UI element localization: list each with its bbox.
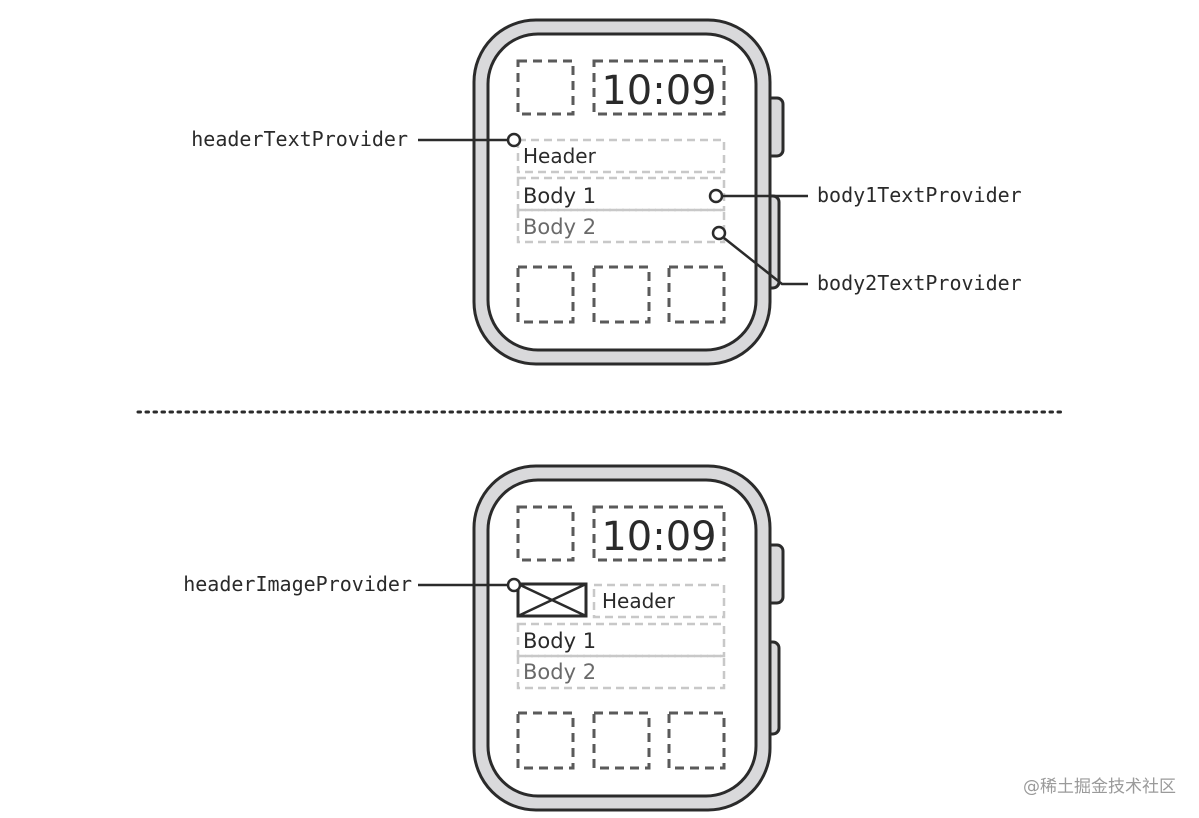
body1-label: Body 1: [523, 629, 596, 653]
header-image-placeholder: [516, 582, 588, 618]
body2-text-provider-label: body2TextProvider: [817, 271, 1022, 295]
watch-top: 10:09 Header Body 1 Body 2 headerTextPro…: [191, 18, 1022, 366]
time-slot: [592, 505, 726, 562]
watch-bottom: 10:09 Header Body 1 Body 2 headerImagePr…: [183, 464, 785, 812]
header-image-provider-label: headerImageProvider: [183, 572, 412, 596]
header-label: Header: [523, 144, 597, 168]
header-text-provider-label: headerTextProvider: [191, 127, 408, 151]
time-text: 10:09: [601, 68, 716, 114]
time-slot: [592, 59, 726, 116]
bottom-slot-3: [667, 265, 726, 324]
top-left-slot: [516, 59, 575, 116]
watermark: @稀土掘金技术社区: [1023, 777, 1176, 797]
body2-callout-dot: [711, 225, 727, 241]
image-callout-dot: [506, 577, 522, 593]
bottom-slot-3: [667, 711, 726, 770]
body1-callout-dot: [708, 188, 724, 204]
body1-text-provider-label: body1TextProvider: [817, 183, 1022, 207]
body1-label: Body 1: [523, 184, 596, 208]
top-left-slot: [516, 505, 575, 562]
time-text: 10:09: [601, 514, 716, 560]
body1-row: [516, 622, 726, 658]
bottom-slot-1: [516, 711, 575, 770]
header-label: Header: [602, 589, 676, 613]
bottom-slot-2: [592, 265, 651, 324]
body2-row: [516, 654, 726, 690]
body2-label: Body 2: [523, 660, 596, 684]
body2-label: Body 2: [523, 215, 596, 239]
header-row: [592, 583, 726, 619]
body1-row: [516, 176, 726, 212]
bottom-slot-2: [592, 711, 651, 770]
header-callout-dot: [506, 132, 522, 148]
header-row: [516, 138, 726, 174]
body2-callout-line: [723, 237, 808, 286]
body2-row: [516, 208, 726, 244]
bottom-slot-1: [516, 265, 575, 324]
